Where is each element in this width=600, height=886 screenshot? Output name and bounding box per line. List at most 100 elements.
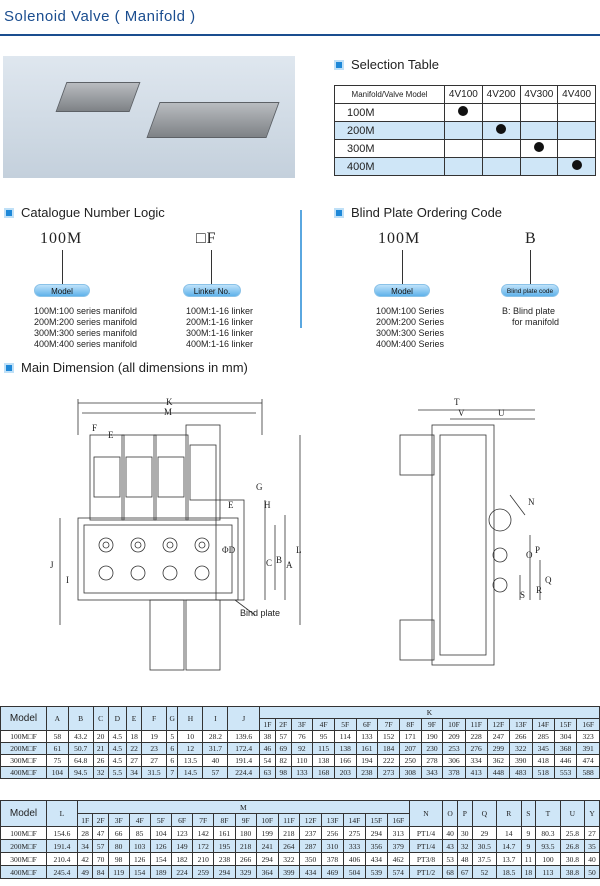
dim-f: F [92,423,98,433]
table-cell: 413 [464,766,488,779]
dim-h: H [264,500,271,510]
t2-m-col: 15F [364,813,388,827]
table-cell: 34 [76,839,94,853]
table-cell: 189 [149,865,172,879]
valve-header: 4V100 [444,85,483,104]
table-cell: 46 [259,742,276,755]
table-cell: 31.5 [141,766,168,779]
table-cell: 210.4 [46,852,78,866]
catalogue-code-model: 100M [40,230,83,247]
table-cell: 378 [442,766,466,779]
table-cell: 23 [141,742,168,755]
table-cell: 38 [259,730,276,743]
table-cell: 343 [420,766,444,779]
table-cell: 241 [255,839,279,853]
dim-q: Q [545,575,552,585]
table-cell: 322 [509,742,533,755]
table-cell: 273 [377,766,400,779]
table-cell: 58 [46,730,69,743]
table-cell: 250 [398,754,422,767]
table-cell: 391 [576,742,600,755]
dim-u: U [498,408,505,418]
dim-a: A [286,560,293,570]
table-cell: 195 [213,839,236,853]
bullet-icon [334,60,344,70]
table-cell: 230 [420,742,444,755]
table-cell: PT1/4 [408,826,444,840]
t1-k-col: 12F [486,718,511,731]
bullet-icon [4,208,14,218]
table-cell: 54 [259,754,276,767]
table-cell: PT3/8 [408,852,444,866]
table-cell: 210 [192,852,215,866]
table-cell: 26.8 [559,839,586,853]
selection-model: 100M [334,103,445,122]
table-cell: 184 [377,742,400,755]
table-cell: 69 [274,742,292,755]
dim-e2: E [228,500,234,510]
table-cell: 253 [442,742,466,755]
table-cell: 247 [486,730,511,743]
t2-m-col: 10F [255,813,279,827]
table-cell: 63 [259,766,276,779]
table-cell: 406 [343,852,366,866]
t1-col: F [141,706,168,731]
table-cell: 133 [290,766,314,779]
table-cell: 294 [255,852,279,866]
table-cell: 259 [192,865,215,879]
t1-col: E [126,706,143,731]
table-cell: 334 [464,754,488,767]
table-cell: 6 [166,754,179,767]
table-cell: 166 [333,754,357,767]
section-divider [300,210,302,328]
table-cell: 40 [442,826,458,840]
table-cell: 98 [274,766,292,779]
t2-m-col: 7F [192,813,215,827]
table-cell: 5 [166,730,179,743]
t2-m-col: 9F [234,813,257,827]
table-cell: 574 [386,865,410,879]
table-cell: 67 [456,865,473,879]
table-cell: 350 [299,852,323,866]
table-cell: 28 [76,826,94,840]
table-cell: 4.5 [107,730,128,743]
table-cell: 80 [107,839,130,853]
table-cell: 469 [321,865,344,879]
t1-k-col: 10F [442,718,466,731]
table-cell: 588 [576,766,600,779]
selection-model: 200M [334,121,445,140]
selected-dot-icon [533,142,544,152]
table-cell: 275 [343,826,366,840]
selection-model: 400M [334,157,445,176]
t1-k-col: 2F [274,718,292,731]
table-cell: 362 [486,754,511,767]
table-cell: 237 [299,826,323,840]
table-cell: 368 [553,742,578,755]
blind-code-model: 100M [378,230,421,247]
t2-m-col: 6F [170,813,194,827]
table-cell: 138 [333,742,357,755]
blind-plate-label: Bind plate [240,608,281,618]
table-cell: 266 [509,730,533,743]
selected-dot-icon [458,106,469,116]
table-cell: 228 [464,730,488,743]
table-cell: 98 [107,852,130,866]
valve-header: 4V200 [481,85,521,104]
t1-k-header: K [259,706,600,719]
table-cell: 222 [377,754,400,767]
table-cell: 30.8 [559,852,586,866]
table-cell: 329 [234,865,257,879]
table-cell: 115 [312,742,335,755]
table-cell: 171 [398,730,422,743]
dimension-heading: Main Dimension (all dimensions in mm) [4,360,248,375]
table-cell: 84 [92,865,109,879]
table-cell: 266 [234,852,257,866]
row-model: 400M□F [0,766,47,779]
table-cell: 5.5 [107,766,128,779]
table-cell: 57 [202,766,229,779]
